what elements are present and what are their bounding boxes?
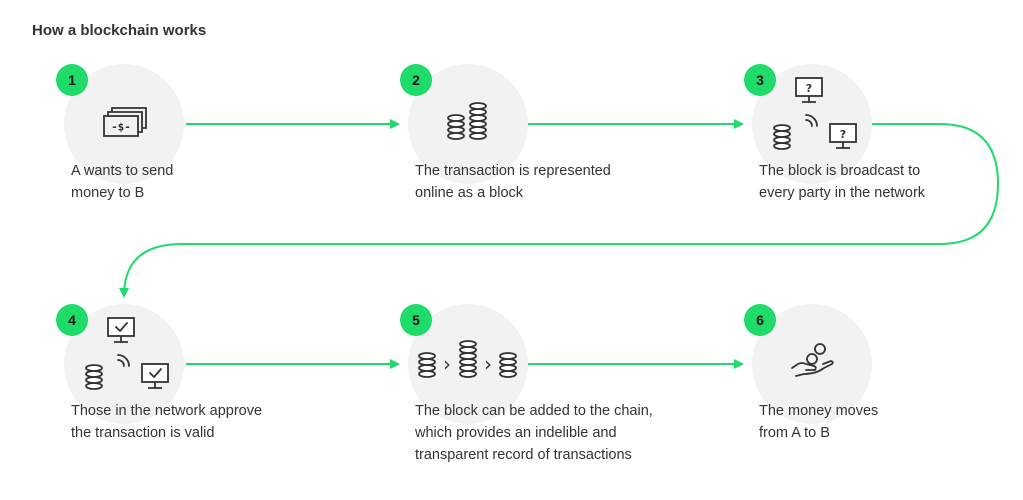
- diagram-title: How a blockchain works: [32, 22, 207, 39]
- step-2-badge: 2: [400, 64, 432, 96]
- question-mark-top: ?: [806, 82, 812, 95]
- step-5-badge: 5: [400, 304, 432, 336]
- step-4-description: Those in the network approve the transac…: [71, 400, 262, 444]
- step-3-line-1: The block is broadcast to: [759, 163, 921, 179]
- step-4-line-2: the transaction is valid: [71, 425, 215, 441]
- step-5-line-1: The block can be added to the chain,: [415, 403, 653, 419]
- step-4-line-1: Those in the network approve: [71, 403, 263, 419]
- question-mark-bottom: ?: [840, 128, 846, 141]
- step-6-description: The money moves from A to B: [759, 400, 878, 444]
- chevron-icon: ›: [484, 352, 492, 376]
- chevron-icon: ›: [443, 352, 451, 376]
- step-3-line-2: every party in the network: [759, 185, 926, 201]
- cash-icon: -$-: [103, 107, 147, 137]
- step-4-badge: 4: [56, 304, 88, 336]
- step-6-line-1: The money moves: [759, 403, 879, 419]
- step-6-line-2: from A to B: [759, 425, 830, 441]
- step-6-badge: 6: [744, 304, 776, 336]
- step-1-line-2: money to B: [71, 185, 145, 201]
- chained-blocks-icon: › ›: [418, 340, 517, 378]
- step-2-description: The transaction is represented online as…: [415, 160, 611, 204]
- step-1-badge: 1: [56, 64, 88, 96]
- svg-text:-$-: -$-: [111, 121, 131, 134]
- arrow-3-to-4: [119, 123, 1000, 298]
- step-5-description: The block can be added to the chain, whi…: [415, 400, 653, 466]
- step-1-description: A wants to send money to B: [71, 160, 173, 204]
- step-1-line-1: A wants to send: [71, 163, 174, 179]
- step-3-badge: 3: [744, 64, 776, 96]
- coin-stacks-icon: [447, 102, 487, 140]
- step-2-line-2: online as a block: [415, 185, 524, 201]
- hand-coins-icon: [791, 343, 834, 377]
- step-5-line-3: transparent record of transactions: [415, 447, 632, 463]
- step-3-description: The block is broadcast to every party in…: [759, 160, 925, 204]
- step-5-line-2: which provides an indelible and: [415, 425, 617, 441]
- network-broadcast-icon: ? ?: [773, 77, 857, 150]
- network-approve-icon: [85, 317, 169, 390]
- step-2-line-1: The transaction is represented: [415, 163, 611, 179]
